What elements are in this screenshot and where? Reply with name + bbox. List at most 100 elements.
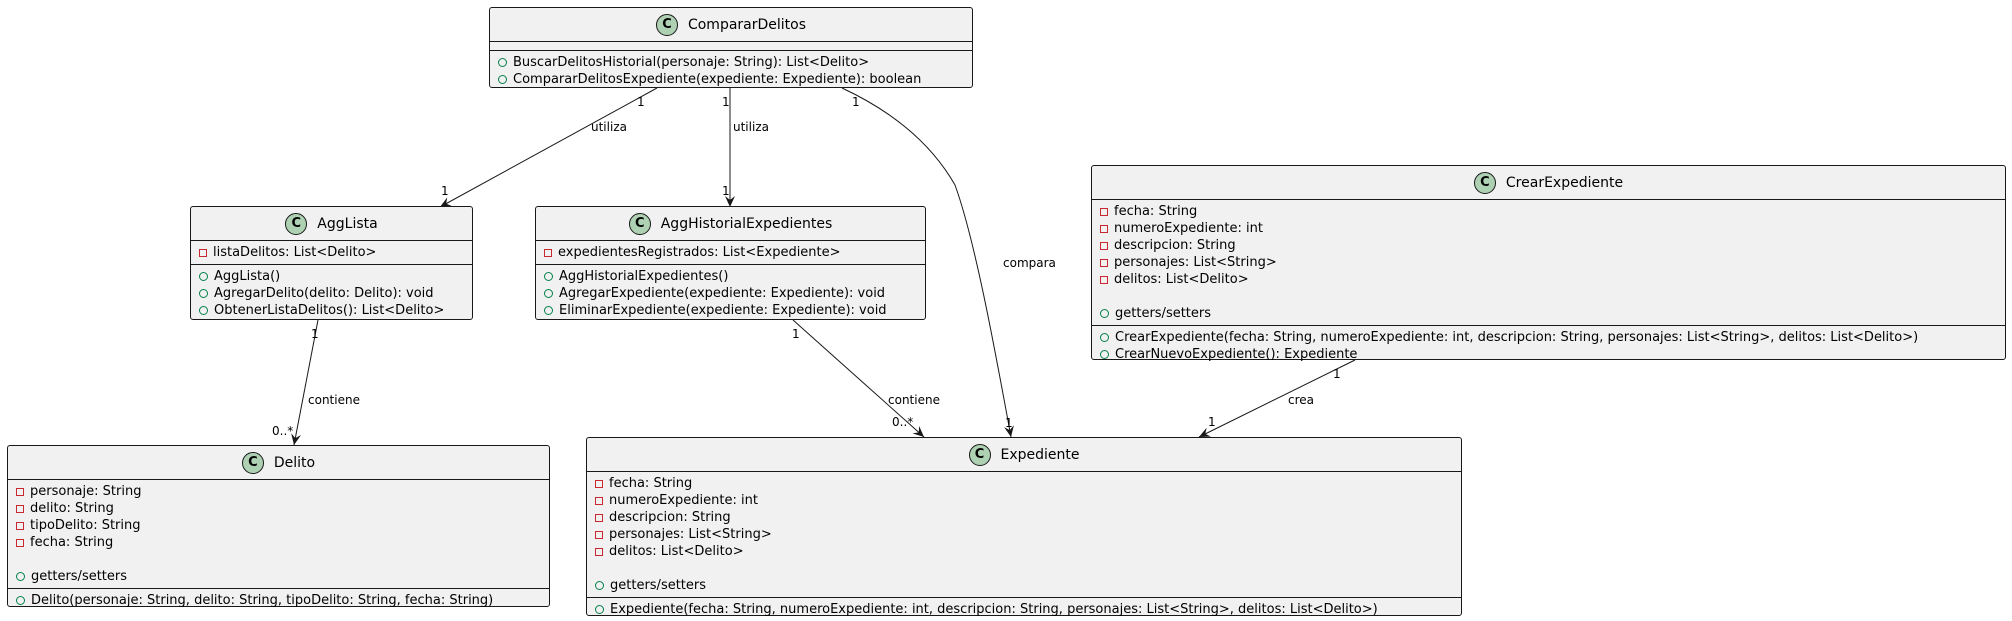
class-icon: C (628, 212, 651, 235)
attribute-row: expedientesRegistrados: List<Expediente> (536, 244, 925, 261)
class-header: C Expediente (587, 438, 1461, 472)
method-row: CompararDelitosExpediente(expediente: Ex… (490, 71, 972, 88)
public-icon (16, 572, 25, 581)
private-icon (1100, 258, 1108, 267)
public-icon (544, 306, 553, 315)
method-row: AgregarDelito(delito: Delito): void (191, 285, 472, 302)
attribute-row: listaDelitos: List<Delito> (191, 244, 472, 261)
attribute-row: personaje: String (8, 483, 549, 500)
private-icon (595, 496, 603, 505)
private-icon (16, 504, 24, 513)
attribute-row: delitos: List<Delito> (1092, 271, 2005, 288)
private-icon (595, 513, 603, 522)
method-row: AggHistorialExpedientes() (536, 268, 925, 285)
public-icon (544, 272, 553, 281)
method-row: CrearNuevoExpediente(): Expediente (1092, 346, 2005, 363)
multiplicity-label: 1 (1333, 367, 1341, 381)
method-row: AgregarExpediente(expediente: Expediente… (536, 285, 925, 302)
attributes-section: listaDelitos: List<Delito> (191, 241, 472, 265)
edge-agglista-delito (291, 319, 319, 446)
method-row: EliminarExpediente(expediente: Expedient… (536, 302, 925, 319)
edge-crear-expediente (1198, 359, 1356, 438)
class-name: CompararDelitos (687, 16, 807, 33)
method-row: CrearExpediente(fecha: String, numeroExp… (1092, 329, 2005, 346)
attributes-section: fecha: String numeroExpediente: int desc… (587, 472, 1461, 598)
private-icon (16, 521, 24, 530)
method-row: AggLista() (191, 268, 472, 285)
attributes-section: expedientesRegistrados: List<Expediente> (536, 241, 925, 265)
attribute-row: fecha: String (587, 475, 1461, 492)
private-icon (595, 547, 603, 556)
public-icon (1100, 350, 1109, 359)
multiplicity-label: 1 (722, 95, 730, 109)
multiplicity-label: 0..* (892, 415, 914, 429)
multiplicity-label: 1 (1005, 416, 1013, 430)
attribute-row: delitos: List<Delito> (587, 543, 1461, 560)
class-header: C AggLista (191, 207, 472, 241)
attribute-row: tipoDelito: String (8, 517, 549, 534)
public-icon (595, 605, 604, 614)
private-icon (1100, 207, 1108, 216)
edge-label-utiliza: utiliza (733, 120, 769, 134)
class-expediente[interactable]: C Expediente fecha: String numeroExpedie… (586, 437, 1462, 617)
private-icon (1100, 224, 1108, 233)
attribute-row: getters/setters (1092, 305, 2005, 322)
class-header: C Delito (8, 446, 549, 480)
class-name: AggHistorialExpedientes (660, 215, 833, 232)
edge-label-contiene: contiene (308, 393, 360, 407)
class-header: C CrearExpediente (1092, 166, 2005, 200)
class-header: C AggHistorialExpedientes (536, 207, 925, 241)
edge-label-contiene: contiene (888, 393, 940, 407)
methods-section: Delito(personaje: String, delito: String… (8, 589, 549, 612)
attribute-row: personajes: List<String> (1092, 254, 2005, 271)
public-icon (595, 581, 604, 590)
class-agg-lista[interactable]: C AggLista listaDelitos: List<Delito> Ag… (190, 206, 473, 320)
private-icon (595, 530, 603, 539)
private-icon (1100, 241, 1108, 250)
private-icon (595, 479, 603, 488)
method-row: Delito(personaje: String, delito: String… (8, 592, 549, 609)
attribute-row: delito: String (8, 500, 549, 517)
methods-section: CrearExpediente(fecha: String, numeroExp… (1092, 326, 2005, 366)
attribute-row: personajes: List<String> (587, 526, 1461, 543)
attribute-row: descripcion: String (1092, 237, 2005, 254)
multiplicity-label: 1 (852, 95, 860, 109)
attribute-row: getters/setters (587, 577, 1461, 594)
class-header: C CompararDelitos (490, 8, 972, 42)
multiplicity-label: 1 (1208, 415, 1216, 429)
public-icon (199, 272, 208, 281)
class-icon: C (241, 451, 264, 474)
public-icon (498, 58, 507, 67)
multiplicity-label: 1 (792, 327, 800, 341)
attribute-row: fecha: String (1092, 203, 2005, 220)
attribute-row: numeroExpediente: int (587, 492, 1461, 509)
private-icon (16, 538, 24, 547)
class-crear-expediente[interactable]: C CrearExpediente fecha: String numeroEx… (1091, 165, 2006, 362)
attributes-section: fecha: String numeroExpediente: int desc… (1092, 200, 2005, 326)
edge-label-crea: crea (1288, 393, 1315, 407)
class-name: Expediente (1000, 446, 1080, 463)
edge-comparar-agglista (439, 87, 658, 208)
class-name: AggLista (317, 215, 378, 232)
class-agg-historial-expedientes[interactable]: C AggHistorialExpedientes expedientesReg… (535, 206, 926, 320)
class-icon: C (285, 212, 308, 235)
class-name: CrearExpediente (1505, 174, 1624, 191)
class-icon: C (655, 13, 678, 36)
spacer-row (587, 560, 1461, 577)
methods-section: AggLista() AgregarDelito(delito: Delito)… (191, 265, 472, 322)
attribute-row: getters/setters (8, 568, 549, 585)
attribute-row: descripcion: String (587, 509, 1461, 526)
private-icon (1100, 275, 1108, 284)
edge-agghist-expediente (792, 319, 925, 438)
methods-section: AggHistorialExpedientes() AgregarExpedie… (536, 265, 925, 322)
private-icon (16, 487, 24, 496)
edge-label-compara: compara (1003, 256, 1056, 270)
public-icon (16, 596, 25, 605)
private-icon (199, 248, 207, 257)
class-icon: C (1473, 171, 1496, 194)
spacer-row (8, 551, 549, 568)
class-delito[interactable]: C Delito personaje: String delito: Strin… (7, 445, 550, 608)
class-comparar-delitos[interactable]: C CompararDelitos BuscarDelitosHistorial… (489, 7, 973, 88)
public-icon (1100, 333, 1109, 342)
